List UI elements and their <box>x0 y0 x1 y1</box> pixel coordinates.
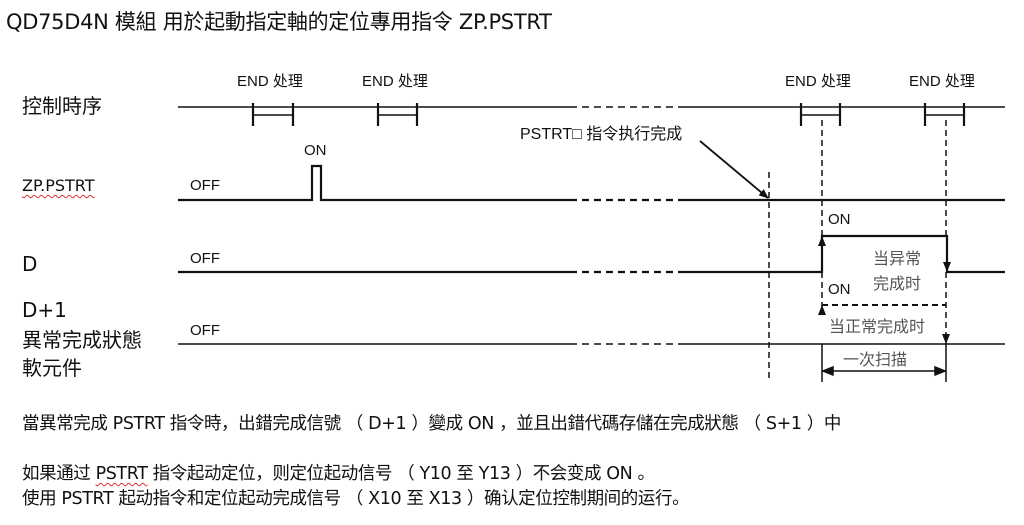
d-off-label: OFF <box>190 250 220 267</box>
signal-label-d: D <box>22 252 38 276</box>
d-plus-1-off-label: OFF <box>190 322 220 339</box>
end-processing-label-4: END 处理 <box>909 73 975 90</box>
note-start-signal: 如果通过 PSTRT 指令起动定位，则定位起动信号 （ Y10 至 Y13 ）不… <box>22 464 655 484</box>
signal-label-d-plus-1-desc: 異常完成狀態 <box>22 328 142 352</box>
one-scan-dimension <box>820 365 948 377</box>
d-waveform <box>178 234 1005 274</box>
zp-pstrt-on-label: ON <box>304 142 327 159</box>
signal-label-zp-pstrt: ZP.PSTRT <box>22 176 95 195</box>
end-processing-label-2: END 处理 <box>362 73 428 90</box>
end-processing-label-1: END 处理 <box>237 73 303 90</box>
end-processing-label-3: END 处理 <box>785 73 851 90</box>
signal-label-d-plus-1: D+1 <box>22 298 67 322</box>
end-processing-brackets <box>251 103 966 126</box>
note-confirm-operation: 使用 PSTRT 起动指令和定位起动完成信号 （ X10 至 X13 ）确认定位… <box>22 489 690 509</box>
instruction-complete-pointer <box>699 140 769 199</box>
signal-label-d-plus-1-device: 軟元件 <box>22 356 82 380</box>
diagram-title: QD75D4N 模組 用於起動指定軸的定位專用指令 ZP.PSTRT <box>6 10 552 34</box>
d-plus-1-on-label: ON <box>828 281 851 298</box>
signal-label-control-sequence: 控制時序 <box>22 94 102 118</box>
zp-pstrt-waveform <box>178 164 1005 202</box>
d-on-label: ON <box>828 211 851 228</box>
one-scan-label: 一次扫描 <box>843 350 908 369</box>
note-abnormal-completion: 當異常完成 PSTRT 指令時，出錯完成信號 （ D+1 ）變成 ON ，並且出… <box>22 414 841 434</box>
zp-pstrt-off-label: OFF <box>190 177 220 194</box>
instruction-complete-label: PSTRT□ 指令执行完成 <box>520 126 683 143</box>
abnormal-complete-label-1: 当异常 <box>873 249 922 268</box>
abnormal-complete-label-2: 完成时 <box>873 274 922 293</box>
normal-complete-label: 当正常完成时 <box>829 317 926 336</box>
